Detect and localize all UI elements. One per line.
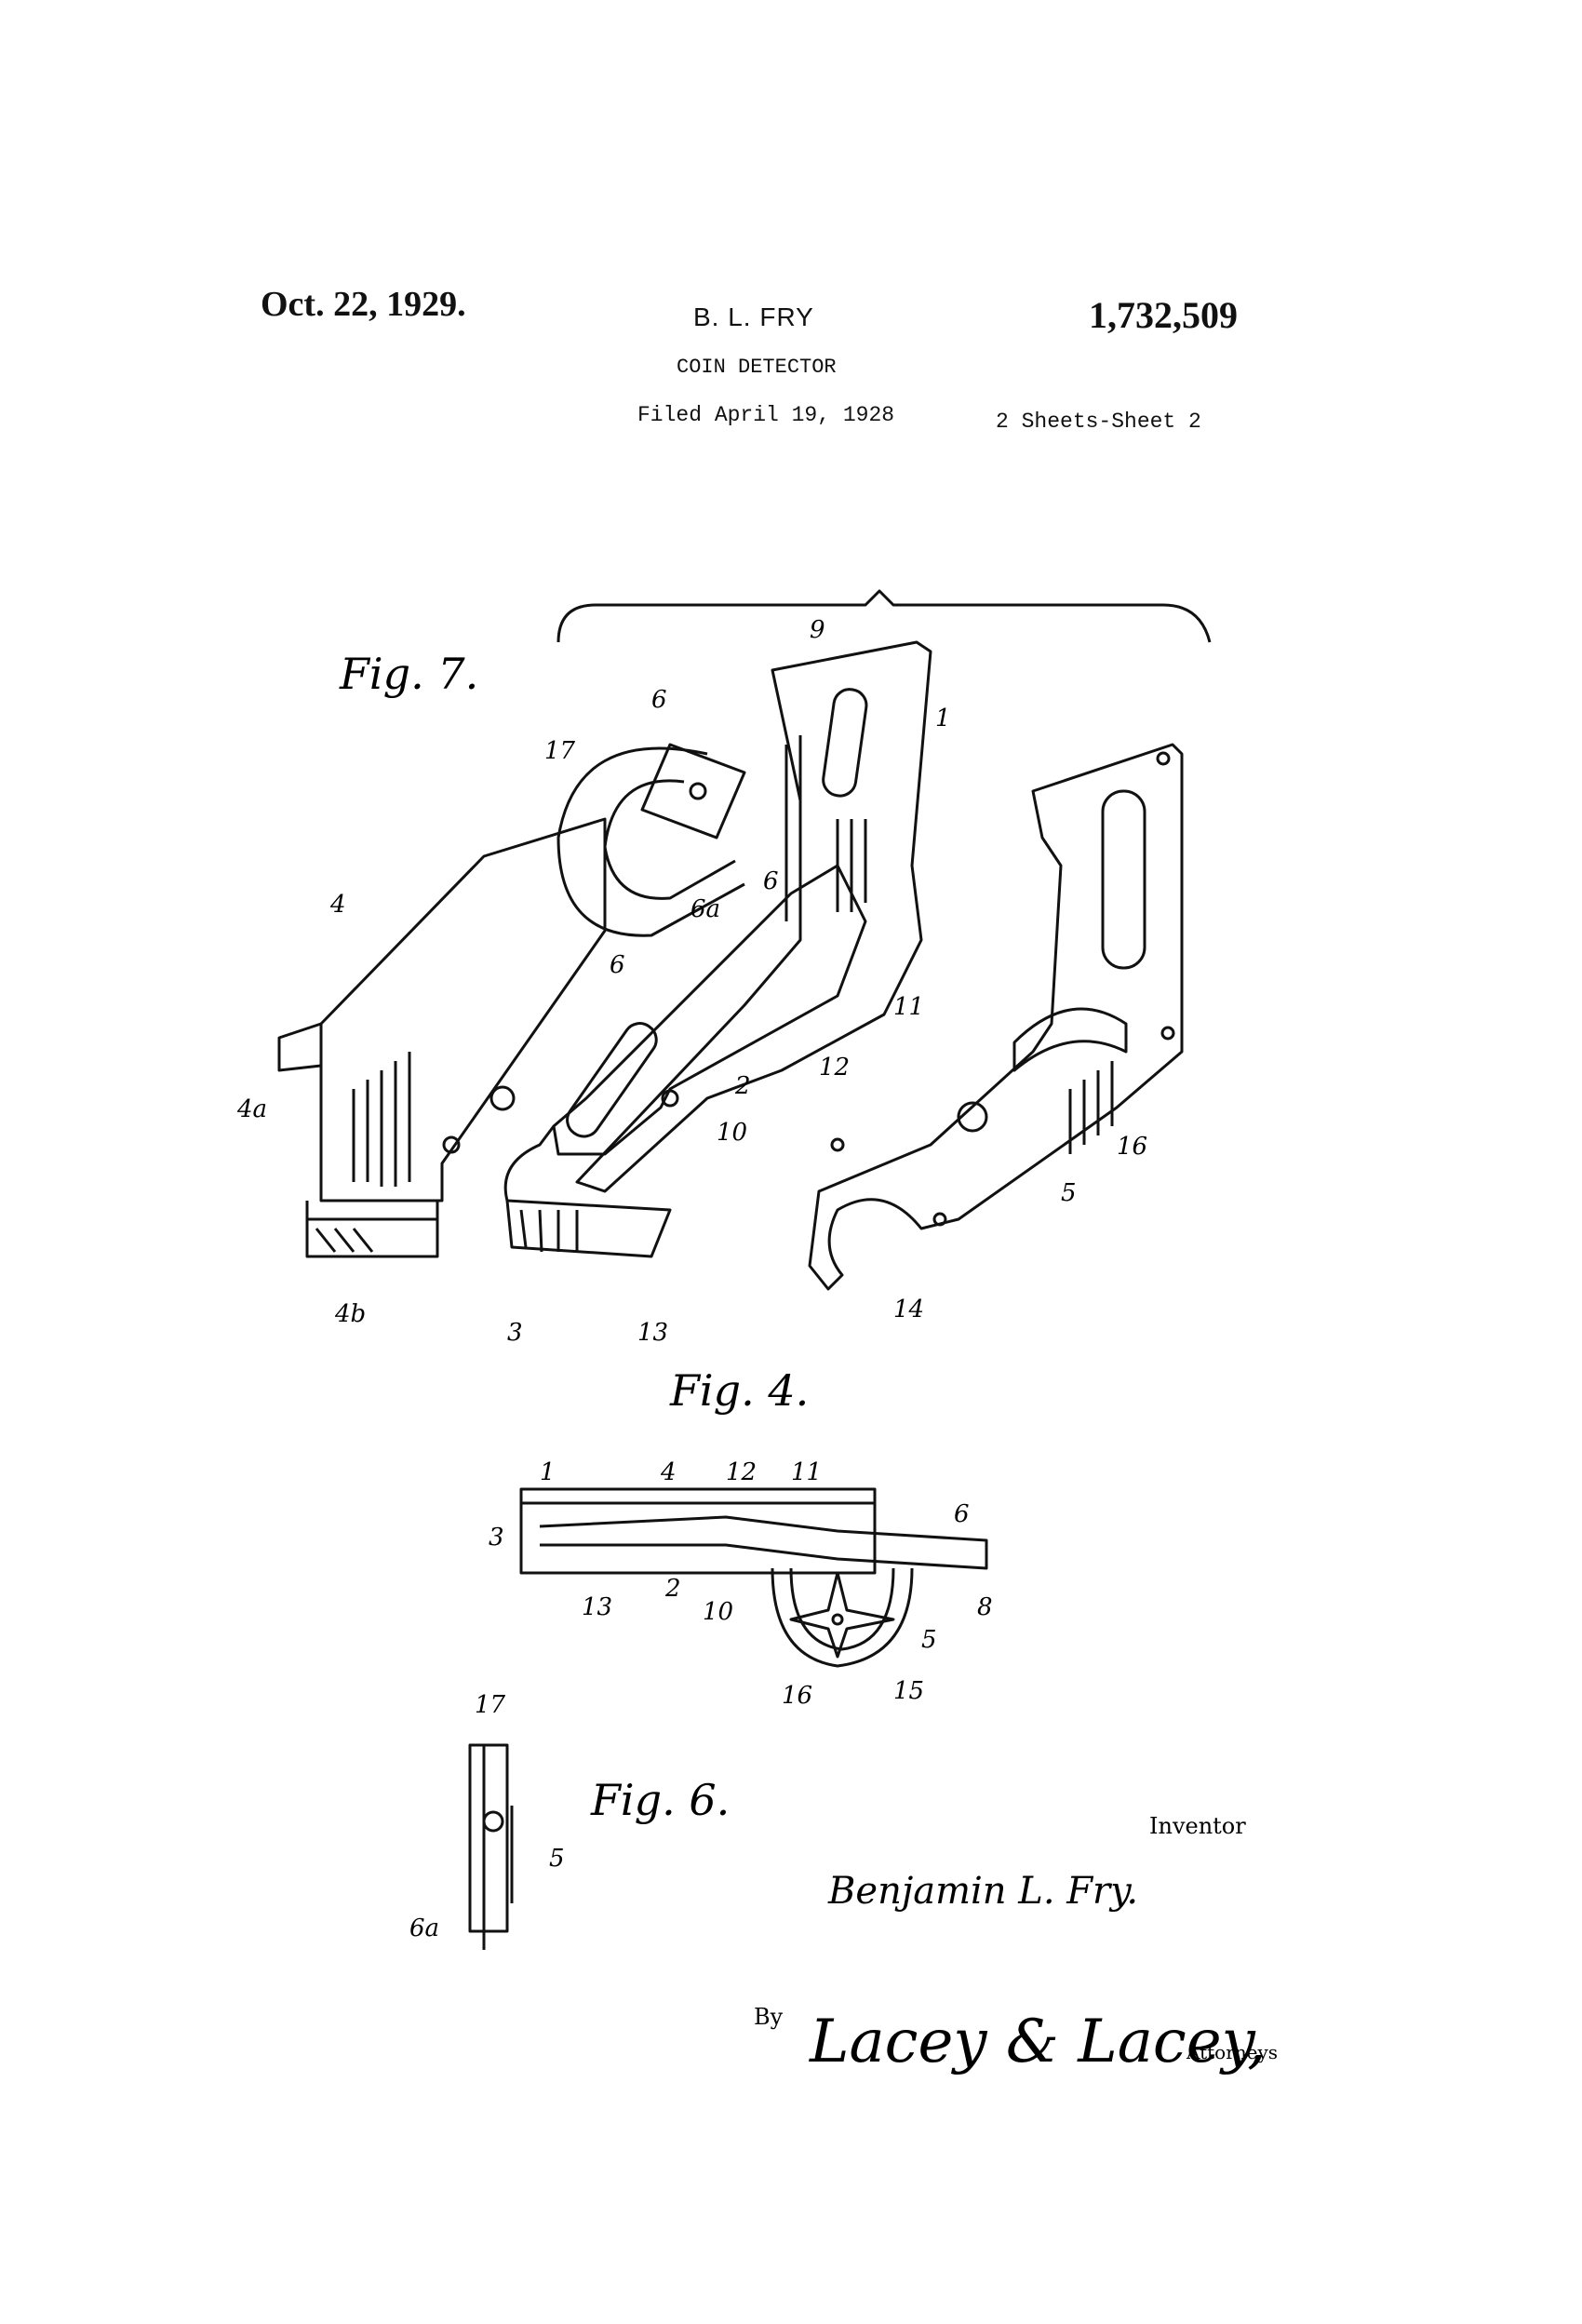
inventor-name: B. L. FRY [693, 302, 814, 331]
attorney-signature: Lacey & Lacey, [809, 2008, 1267, 2076]
ref-numeral: 17 [544, 737, 576, 765]
fig4-section [519, 1487, 988, 1668]
ref-numeral: 2 [664, 1575, 681, 1603]
ref-numeral: 6 [651, 686, 667, 714]
fig7-part-4 [277, 817, 607, 1258]
fig4-label: Fig. 4. [669, 1365, 809, 1416]
ref-numeral: 5 [1061, 1179, 1077, 1207]
ref-numeral: 16 [1117, 1133, 1147, 1161]
ref-numeral: 2 [734, 1072, 751, 1100]
ref-numeral: 4 [660, 1458, 677, 1486]
sheet-count: 2 Sheets-Sheet 2 [996, 410, 1201, 434]
ref-numeral: 4b [334, 1300, 366, 1328]
fig6-section [468, 1743, 514, 1950]
ref-numeral: 12 [819, 1054, 850, 1081]
ref-numeral: 12 [726, 1458, 757, 1486]
ref-numeral: 6 [763, 867, 779, 895]
ref-numeral: 10 [703, 1598, 733, 1626]
ref-numeral: 8 [977, 1593, 993, 1621]
fig7-label: Fig. 7. [339, 649, 478, 699]
by-label: By [754, 2004, 784, 2030]
ref-numeral: 6a [690, 895, 720, 923]
filed-date: Filed April 19, 1928 [637, 403, 895, 427]
ref-numeral: 3 [489, 1524, 504, 1552]
ref-numeral: 17 [475, 1691, 506, 1719]
fig7-part-5 [808, 743, 1184, 1291]
ref-numeral: 14 [893, 1296, 924, 1323]
attorneys-label: Attorneys [1186, 2041, 1278, 2063]
inventor-heading: Inventor [1149, 1813, 1246, 1839]
patent-number: 1,732,509 [1089, 294, 1238, 336]
ref-numeral: 4 [329, 891, 346, 919]
ref-numeral: 15 [893, 1677, 924, 1705]
ref-numeral: 1 [935, 705, 951, 732]
ref-numeral: 3 [507, 1319, 523, 1347]
ref-numeral: 4a [236, 1095, 267, 1123]
ref-numeral: 6 [610, 951, 625, 979]
ref-numeral: 13 [637, 1319, 668, 1347]
patent-title: COIN DETECTOR [677, 356, 837, 379]
fig7-part-2 [489, 864, 867, 1258]
ref-numeral: 5 [921, 1626, 937, 1654]
ref-numeral: 6 [954, 1500, 970, 1528]
ref-numeral: 1 [540, 1458, 556, 1486]
ref-numeral: 5 [549, 1845, 565, 1873]
fig7-part-1 [556, 640, 932, 1193]
ref-numeral: 10 [717, 1119, 747, 1147]
ref-numeral: 16 [782, 1682, 812, 1710]
ref-numeral: 6a [409, 1914, 439, 1942]
fig6-label: Fig. 6. [590, 1775, 730, 1825]
ref-numeral: 11 [791, 1458, 822, 1486]
patent-date: Oct. 22, 1929. [261, 285, 466, 324]
ref-numeral: 13 [582, 1593, 612, 1621]
inventor-signature: Benjamin L. Fry. [827, 1870, 1138, 1913]
ref-numeral: 9 [810, 616, 825, 644]
fig7-bracket [556, 589, 1212, 643]
ref-numeral: 11 [893, 993, 924, 1021]
